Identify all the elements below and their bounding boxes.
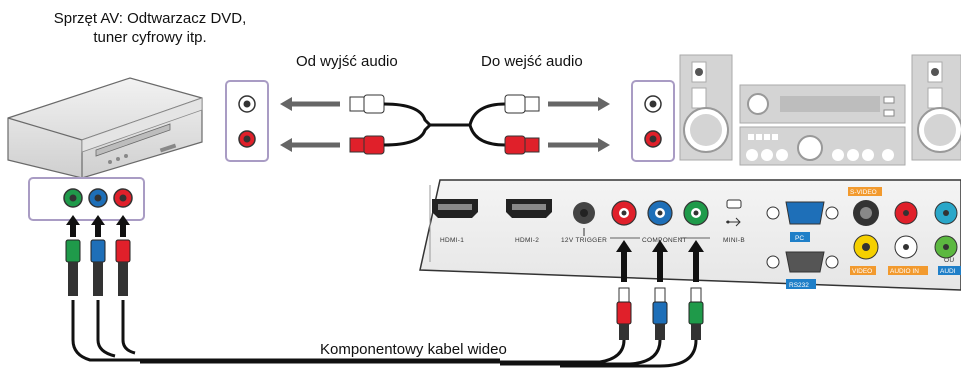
minib-port: MINI-B [723, 199, 745, 244]
minib-label: MINI-B [723, 237, 745, 244]
amplifier-audio-in-jacks [631, 80, 675, 162]
audio-out-label: AUDI [940, 268, 956, 275]
source-device-label: Sprzęt AV: Odtwarzacz DVD, tuner cyfrowy… [30, 9, 270, 47]
audio-in-red-port [894, 201, 918, 225]
pc-label: PC [795, 235, 804, 242]
component-label: COMPONENT [642, 237, 687, 244]
svideo-label: S-VIDEO [850, 189, 877, 196]
audio-out-ports: OU AUDI [934, 201, 961, 275]
trigger-port: 12V TRIGGER [561, 202, 607, 244]
hdmi1-port: HDMI-1 [432, 199, 478, 244]
rs232-port: RS232 [766, 251, 839, 289]
source-device-label-line1: Sprzęt AV: Odtwarzacz DVD, [53, 10, 247, 27]
component-cable-left [65, 239, 500, 362]
component-cable-label: Komponentowy kabel wideo [316, 341, 511, 358]
svideo-port: S-VIDEO [848, 187, 882, 226]
out-label: OU [944, 257, 954, 264]
source-device-label-line2: tuner cyfrowy itp. [93, 29, 207, 46]
component-cable-right [140, 287, 704, 368]
audio-in-white-port: AUDIO IN [888, 235, 928, 275]
from-audio-out-label: Od wyjść audio [296, 53, 398, 70]
hdmi2-label: HDMI-2 [515, 237, 539, 244]
arrow-right-icon [548, 97, 610, 152]
dvd-player-icon [7, 77, 203, 179]
hdmi1-label: HDMI-1 [440, 237, 464, 244]
dvd-component-out-jacks [28, 177, 145, 221]
audio-in-label: AUDIO IN [890, 268, 919, 275]
component-in-ports: COMPONENT [610, 200, 710, 244]
pc-port: PC [766, 201, 839, 242]
hdmi2-port: HDMI-2 [506, 199, 552, 244]
arrow-up-icon [66, 215, 130, 237]
rs232-label: RS232 [789, 282, 809, 289]
audio-cable [280, 94, 610, 155]
trigger-label: 12V TRIGGER [561, 237, 607, 244]
video-label: VIDEO [852, 268, 872, 275]
arrow-up-icon [616, 240, 704, 282]
projector-rear-panel: HDMI-1 HDMI-2 12V TRIGGER COMPONENT [419, 179, 961, 291]
usb-icon [726, 217, 741, 227]
dvd-audio-out-jacks [225, 80, 269, 162]
to-audio-in-label: Do wejść audio [481, 53, 583, 70]
arrow-left-icon [280, 97, 340, 152]
video-port: VIDEO [850, 234, 879, 275]
hifi-system-icon [679, 54, 961, 166]
